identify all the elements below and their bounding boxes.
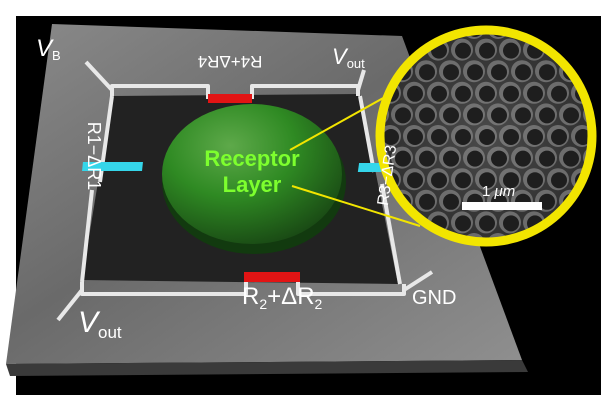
pore: [503, 215, 519, 232]
right-trace-bottom: [380, 183, 402, 285]
resistor-r2: [244, 272, 300, 282]
label-r4: R4+ΔR4: [198, 52, 263, 71]
top-trace-left: [110, 84, 210, 99]
pore: [467, 107, 483, 124]
lead-vout-bottom: [56, 288, 84, 322]
substrate-edge: [6, 360, 528, 376]
pore: [467, 150, 483, 167]
pore: [551, 172, 567, 189]
pore: [503, 42, 519, 59]
pore: [515, 64, 531, 81]
sem-inset: 1 μm: [375, 25, 597, 247]
pore: [515, 107, 531, 124]
pore: [551, 85, 567, 102]
pore: [395, 107, 411, 124]
pore: [479, 129, 495, 145]
pore: [479, 85, 495, 102]
pore: [539, 64, 555, 81]
pore: [539, 107, 555, 124]
pore: [539, 193, 555, 210]
pore: [383, 129, 399, 145]
label-vout-bottom: Vout: [78, 306, 122, 342]
top-trace-right: [250, 84, 360, 99]
label-vout-top: Vout: [332, 44, 365, 71]
pore: [563, 107, 579, 124]
pore: [419, 193, 435, 210]
receptor-label-line1: Receptor: [204, 146, 300, 171]
pore: [443, 64, 459, 81]
pore: [551, 129, 567, 145]
label-r1: R1−ΔR1: [84, 122, 104, 191]
pore: [503, 129, 519, 145]
lead-vb: [84, 60, 114, 92]
pore: [419, 64, 435, 81]
receptor-label-line2: Layer: [223, 172, 282, 197]
lead-vout-top: [356, 69, 366, 91]
pore: [491, 150, 507, 167]
resistor-r1: [82, 162, 143, 171]
pore: [515, 150, 531, 167]
zoom-line-upper: [289, 91, 395, 151]
pore: [395, 150, 411, 167]
pore: [467, 64, 483, 81]
scale-bar: [462, 202, 542, 210]
pore: [407, 172, 423, 189]
pore: [503, 172, 519, 189]
pore: [431, 172, 447, 189]
pore: [443, 150, 459, 167]
pore: [407, 85, 423, 102]
pore: [527, 129, 543, 145]
pore: [479, 215, 495, 232]
pore: [455, 129, 471, 145]
pore: [431, 85, 447, 102]
pore: [419, 150, 435, 167]
resistor-r4: [208, 94, 252, 103]
pore: [455, 42, 471, 59]
pore: [431, 129, 447, 145]
pore: [455, 215, 471, 232]
scale-bar-label: 1 μm: [482, 183, 515, 200]
pore: [527, 85, 543, 102]
pore: [575, 129, 591, 145]
pore: [455, 85, 471, 102]
wiring-traces: [56, 60, 434, 322]
pore: [527, 172, 543, 189]
pore: [503, 85, 519, 102]
pore: [443, 193, 459, 210]
zoom-line-lower: [291, 185, 421, 227]
pore: [407, 129, 423, 145]
pore: [479, 172, 495, 189]
pore: [455, 172, 471, 189]
pore: [539, 150, 555, 167]
label-r2: R2+ΔR2: [242, 283, 323, 312]
pore: [419, 107, 435, 124]
label-gnd: GND: [412, 287, 456, 309]
zoom-ring: [375, 25, 597, 247]
left-trace-bottom: [80, 189, 94, 283]
lead-gnd: [402, 270, 434, 292]
receptor-disc: [162, 104, 342, 244]
pore: [479, 42, 495, 59]
pore: [491, 107, 507, 124]
label-vb: VB: [36, 35, 61, 63]
bottom-trace-left: [80, 278, 248, 296]
pore: [443, 107, 459, 124]
pore: [491, 64, 507, 81]
pore: [563, 150, 579, 167]
